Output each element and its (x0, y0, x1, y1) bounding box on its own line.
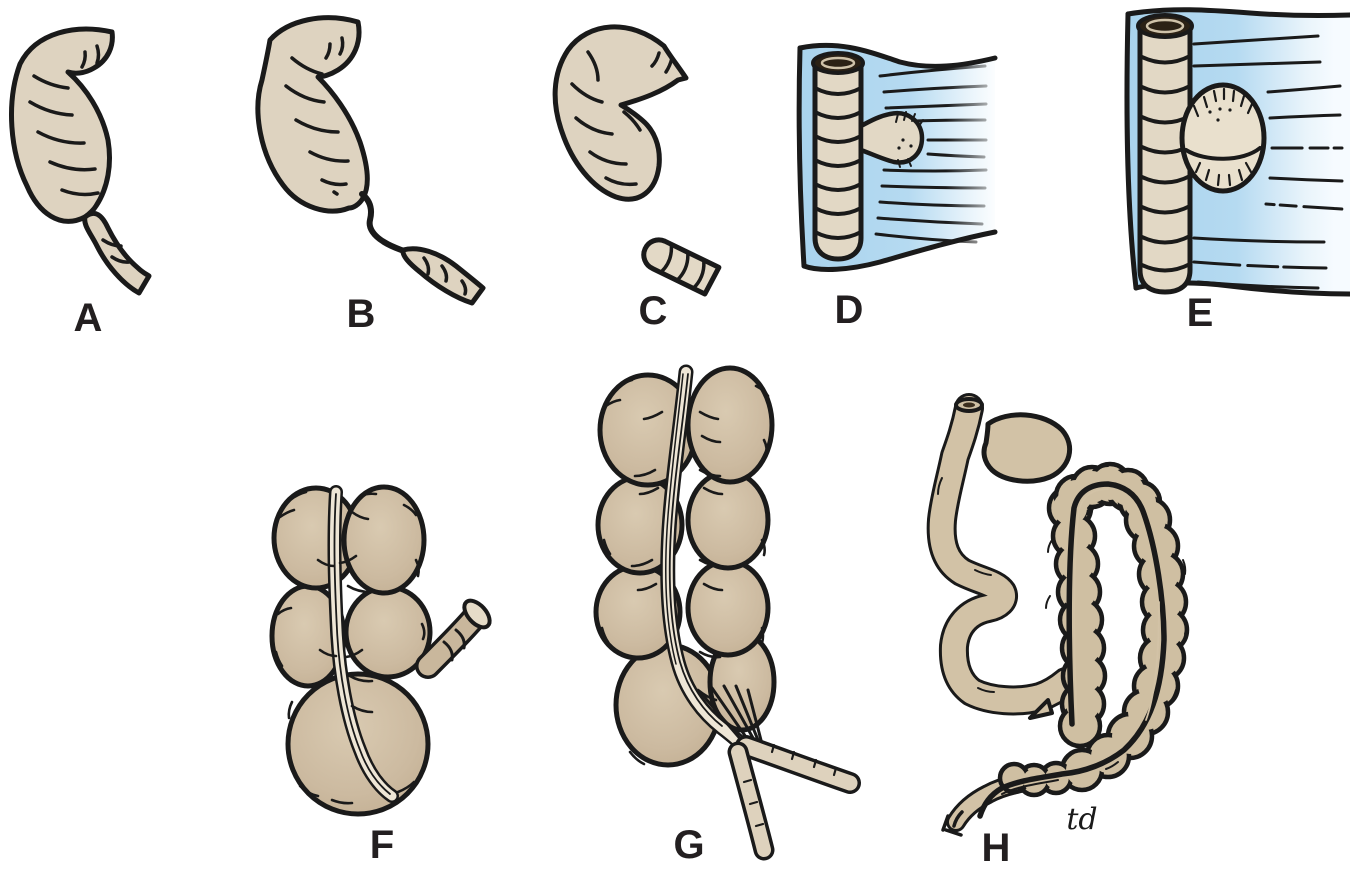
fibrous-cord (359, 191, 407, 254)
haustral-texture (274, 490, 426, 805)
panel-label-h: H (982, 826, 1011, 870)
duodenal-bulb (981, 412, 1073, 484)
web-bulge (858, 110, 925, 165)
lumen-rim (1145, 18, 1185, 34)
panel-e-illustration (1124, 7, 1350, 297)
proximal-bowel (255, 15, 370, 214)
panel-f-illustration (269, 484, 492, 817)
web-bulge-texture (895, 111, 924, 168)
haustral-sac (685, 469, 771, 571)
haustral-sac (685, 558, 771, 658)
haustral-texture (600, 378, 770, 766)
panel-label-f: F (370, 823, 394, 867)
mesentery-fan-lines (698, 684, 764, 746)
panel-c-illustration (552, 24, 722, 297)
distal-tube-down (727, 741, 775, 861)
plicae-texture (284, 36, 468, 296)
duplication-cyst (1179, 82, 1267, 194)
panel-d-illustration (796, 42, 998, 272)
tail-open-end (941, 810, 964, 837)
tube-open-lumen (811, 51, 865, 75)
mesenteric-flap (1028, 698, 1054, 720)
plicae-texture (570, 50, 674, 187)
bowel-tube (1137, 23, 1193, 295)
mesentery-edges (796, 42, 998, 272)
panel-g-illustration (593, 364, 861, 861)
coil-texture (937, 465, 1187, 770)
proximal-open-lumen (963, 402, 975, 408)
panel-label-d: D (835, 288, 864, 332)
taenia-band (327, 485, 399, 803)
haustral-sac (341, 484, 427, 596)
distal-tube-right (735, 735, 861, 794)
distal-segment-rings (659, 244, 706, 291)
panel-b-illustration (255, 15, 486, 306)
cyst-texture (1184, 87, 1262, 187)
bowel-tube (812, 60, 864, 262)
panel-labels: A B C D E F G H td (74, 288, 1214, 870)
panel-label-a: A (74, 296, 103, 340)
panel-a-illustration (9, 26, 152, 296)
tube-rings (813, 86, 863, 240)
tube-open-lumen (1136, 13, 1194, 39)
distal-blind-segment (641, 237, 722, 297)
proximal-blind-pouch (552, 24, 689, 202)
panel-label-b: B (347, 292, 376, 336)
mesentery-lines (1192, 34, 1344, 290)
panel-h-illustration (926, 393, 1190, 837)
plicae-texture (28, 44, 131, 264)
distal-segment (400, 246, 486, 306)
panel-label-c: C (639, 289, 668, 333)
winding-proximal-bowel (926, 393, 1081, 716)
artist-signature: td (1066, 802, 1097, 837)
tube-open-end (462, 598, 492, 630)
lumen-rim (820, 56, 856, 70)
side-tube (415, 598, 492, 679)
taenia-band (660, 364, 753, 755)
narrowed-distal-segment (82, 211, 152, 296)
haustral-sac (685, 365, 775, 485)
mesenteric-vessel-line (977, 481, 1167, 819)
panel-label-e: E (1187, 291, 1214, 335)
panel-label-g: G (673, 823, 704, 867)
